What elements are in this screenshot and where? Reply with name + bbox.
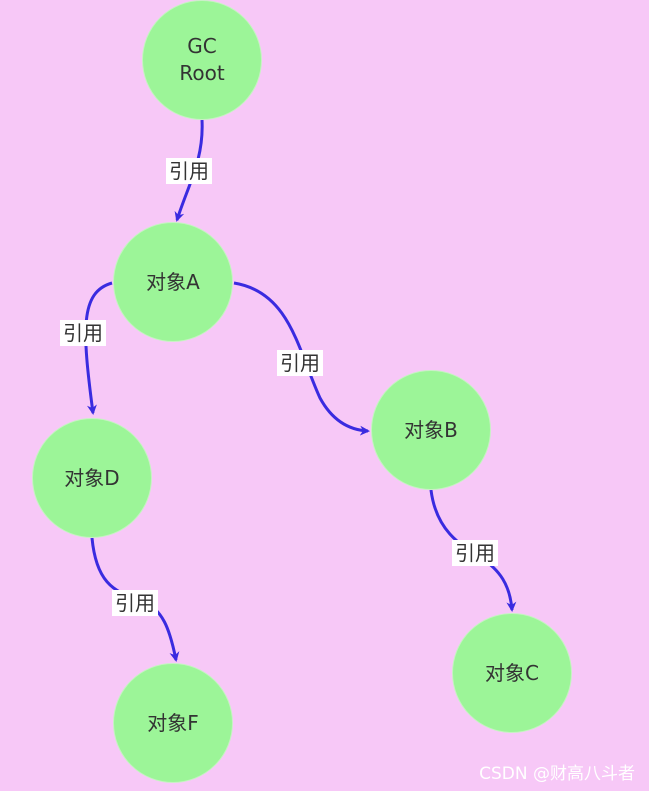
node-object-d: 对象D [32,418,152,538]
edge-label-d-f: 引用 [112,590,158,616]
node-object-a: 对象A [113,222,233,342]
node-object-c: 对象C [452,613,572,733]
edge-label-b-c: 引用 [452,540,498,566]
edge-a-to-b [233,281,370,436]
edge-label-a-b: 引用 [277,350,323,376]
node-gc-root: GC Root [142,0,262,120]
edge-label-gcroot-a: 引用 [166,158,212,184]
node-object-b: 对象B [371,370,491,490]
watermark: CSDN @财高八斗者 [479,764,635,784]
node-object-f: 对象F [113,663,233,783]
edge-a-to-d [84,281,113,415]
edge-label-a-d: 引用 [60,320,106,346]
